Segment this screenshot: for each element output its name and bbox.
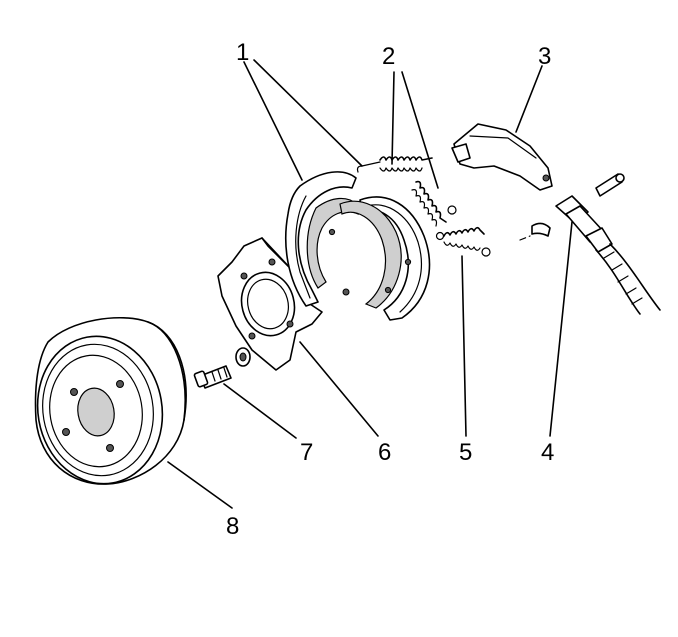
- callout-5: 5: [459, 439, 472, 466]
- brake-shoes: [285, 171, 431, 321]
- callout-6: 6: [378, 439, 391, 466]
- callout-2: 2: [382, 43, 395, 70]
- leader-lines: [167, 59, 573, 509]
- upper-springs: [356, 156, 457, 227]
- callout-1: 1: [236, 39, 249, 66]
- park-brake-cable: [519, 173, 661, 315]
- mounting-bolt: [193, 347, 251, 389]
- callout-7: 7: [300, 439, 313, 466]
- park-brake-lever: [451, 123, 553, 191]
- callout-4: 4: [541, 439, 554, 466]
- adjuster-spring: [435, 226, 491, 257]
- brake-drum: [34, 316, 187, 485]
- backing-plate: [217, 237, 323, 371]
- callout-3: 3: [538, 43, 551, 70]
- callout-8: 8: [226, 513, 239, 540]
